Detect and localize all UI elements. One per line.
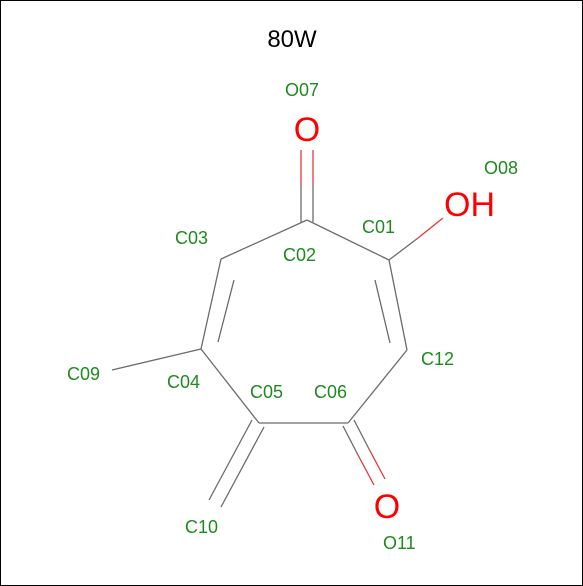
label-o07: O07 <box>285 80 319 100</box>
bond-c03-c04-inner <box>217 279 235 343</box>
label-o11: O11 <box>383 533 416 553</box>
bond-c01-c12-inner <box>374 279 391 344</box>
label-c06: C06 <box>314 382 347 402</box>
oxygen-o11-symbol: O <box>374 488 400 526</box>
label-c02: C02 <box>283 245 316 265</box>
label-c09: C09 <box>67 364 100 384</box>
hydroxyl-o08-symbol: OH <box>444 186 495 224</box>
label-c05: C05 <box>250 382 283 402</box>
bond-c02-c01 <box>306 219 390 261</box>
bond-c06-o11-b <box>353 419 370 450</box>
bond-c05-c10-b <box>220 426 265 508</box>
oxygen-o07-symbol: O <box>294 111 320 149</box>
bond-c06-o11-b-red <box>368 448 386 480</box>
label-o08: O08 <box>484 158 518 178</box>
label-c01: C01 <box>362 217 395 237</box>
bond-c05-c10-a <box>208 419 253 501</box>
bond-c04-c05 <box>200 348 260 424</box>
bond-c03-c04 <box>200 258 222 350</box>
label-c12: C12 <box>421 349 454 369</box>
bond-c01-o08-red <box>417 217 444 239</box>
label-c03: C03 <box>175 228 208 248</box>
bond-c01-o08 <box>388 237 419 261</box>
bond-c04-c09 <box>111 348 202 371</box>
bond-c06-o11-a-red <box>357 454 375 486</box>
bond-c01-c12 <box>388 259 408 351</box>
molecule-title: 80W <box>267 26 317 53</box>
bond-c06-o11-a <box>342 425 359 456</box>
label-c10: C10 <box>185 517 218 537</box>
bond-c12-c06 <box>347 349 408 424</box>
bond-c02-c03 <box>220 219 308 260</box>
label-c04: C04 <box>167 372 200 392</box>
